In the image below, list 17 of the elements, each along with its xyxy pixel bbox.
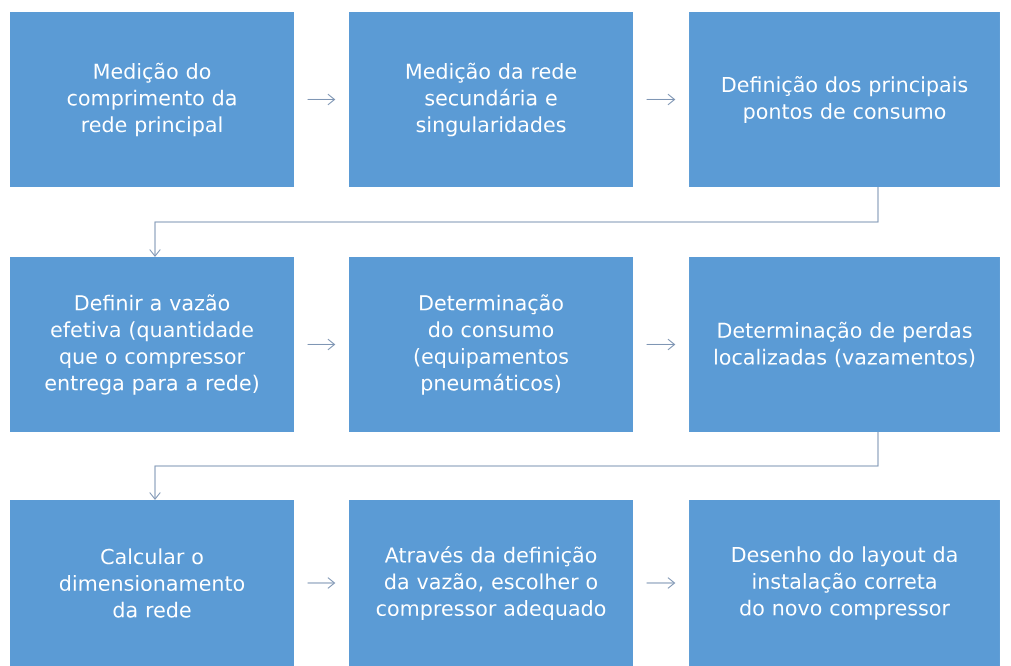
process-box: Definir a vazão efetiva (quantidade que o compressor entrega para a rede) (10, 257, 294, 432)
process-box: Desenho do layout da instalação correta do novo compressor (689, 500, 1000, 666)
arrow (149, 186, 879, 257)
process-box: Calcular o dimensionamento da rede (10, 500, 294, 666)
process-box: Determinação de perdas localizadas (vazamentos) (689, 257, 1000, 432)
arrow (646, 93, 676, 106)
arrow (307, 93, 336, 106)
arrow (307, 577, 336, 589)
process-box: Determinação do consumo (equipamentos pneumáticos) (349, 257, 633, 432)
arrow (149, 431, 879, 500)
process-box: Através da definição da vazão, escolher o compressor adequado (349, 500, 633, 666)
process-box: Medição da rede secundária e singularidades (349, 12, 633, 187)
process-box: Medição do comprimento da rede principal (10, 12, 294, 187)
arrow (646, 577, 676, 589)
arrow (646, 338, 676, 351)
arrow (307, 338, 336, 351)
process-box: Definição dos principais pontos de consumo (689, 12, 1000, 187)
